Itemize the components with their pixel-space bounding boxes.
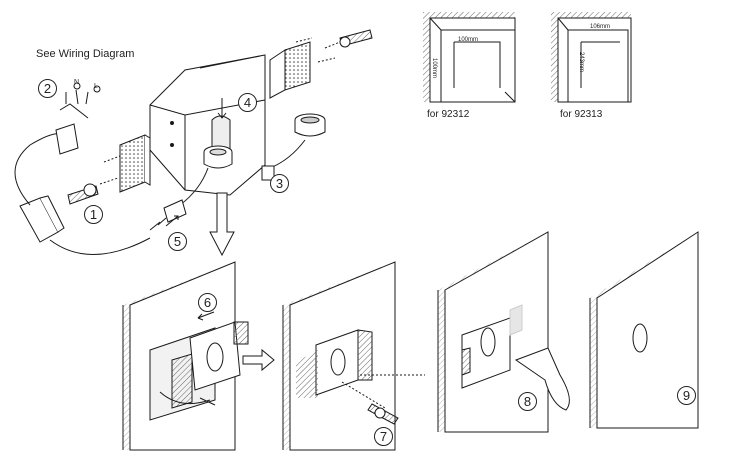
- dim-92313-width: 106mm: [590, 24, 611, 30]
- big-down-arrow: [209, 192, 235, 257]
- housing-box: [149, 54, 266, 196]
- screw-anchor-top: [295, 29, 373, 63]
- install-panel-1: [122, 261, 249, 451]
- step-4-badge: 4: [238, 93, 257, 112]
- dim-92313-height: 243mm: [578, 52, 584, 73]
- step-1-badge: 1: [84, 205, 103, 224]
- right-bracket: [269, 41, 311, 99]
- step-3-badge: 3: [270, 174, 289, 193]
- caption-92312: for 92312: [427, 109, 470, 120]
- panel-arrow: [242, 348, 275, 372]
- step-2-badge: 2: [38, 79, 57, 98]
- wire-mark-l: L: [94, 83, 98, 90]
- exploded-fixture: [14, 29, 373, 257]
- dim-92312-width: 100mm: [458, 37, 479, 43]
- step-7-badge: 7: [374, 427, 393, 446]
- step-5-badge: 5: [168, 232, 187, 251]
- step-9-badge: 9: [677, 386, 696, 405]
- driver-cap: [261, 113, 326, 181]
- dimension-box-92313: [551, 12, 632, 103]
- step-6-badge: 6: [198, 293, 217, 312]
- step-8-badge: 8: [518, 392, 537, 411]
- install-panel-3: [437, 231, 570, 433]
- caption-92313: for 92313: [560, 109, 603, 120]
- dimension-box-92312: [423, 12, 516, 103]
- driver-box: [19, 195, 65, 243]
- led-module: [203, 145, 233, 169]
- dim-92312-height: 100mm: [431, 58, 437, 79]
- install-panel-2: [282, 261, 425, 451]
- install-panel-4: [589, 231, 699, 429]
- wire-mark-n: N: [74, 79, 80, 86]
- left-bracket: [119, 134, 151, 193]
- wiring-diagram-label: See Wiring Diagram: [36, 48, 135, 60]
- terminal-block: [55, 82, 101, 155]
- connector: [149, 199, 187, 231]
- screw-anchor-left: [67, 155, 121, 205]
